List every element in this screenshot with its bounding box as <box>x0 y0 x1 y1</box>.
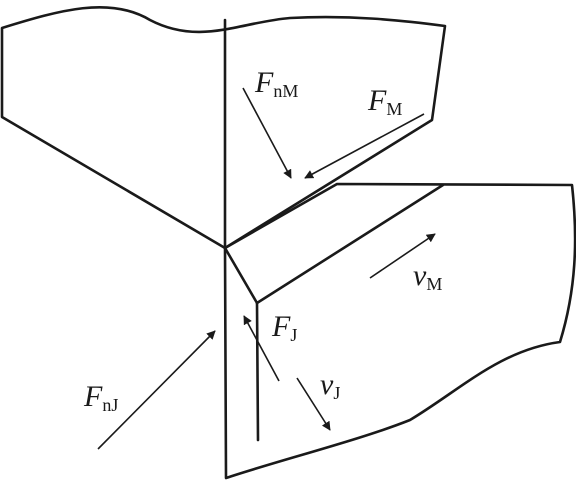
flank-edge-line <box>255 301 260 442</box>
arrow-v-M <box>369 233 436 279</box>
tool-outline <box>0 5 447 250</box>
arrow-F-nM <box>242 87 292 179</box>
label-F-J: FJ <box>271 310 297 345</box>
shear-plane-line <box>223 246 259 305</box>
arrow-F-J <box>243 315 280 382</box>
label-F-M: FM <box>367 84 402 119</box>
label-F-nJ: FnJ <box>83 380 118 415</box>
label-F-nM: FnM <box>254 66 298 101</box>
chip-inner-top-edge <box>255 183 445 305</box>
arrow-F-M <box>304 113 425 179</box>
chip-outline <box>223 182 576 480</box>
arrow-F-nJ <box>97 330 216 450</box>
label-v-M: vM <box>413 259 442 294</box>
arrow-v-J <box>296 377 331 431</box>
label-v-J: vJ <box>320 368 340 403</box>
